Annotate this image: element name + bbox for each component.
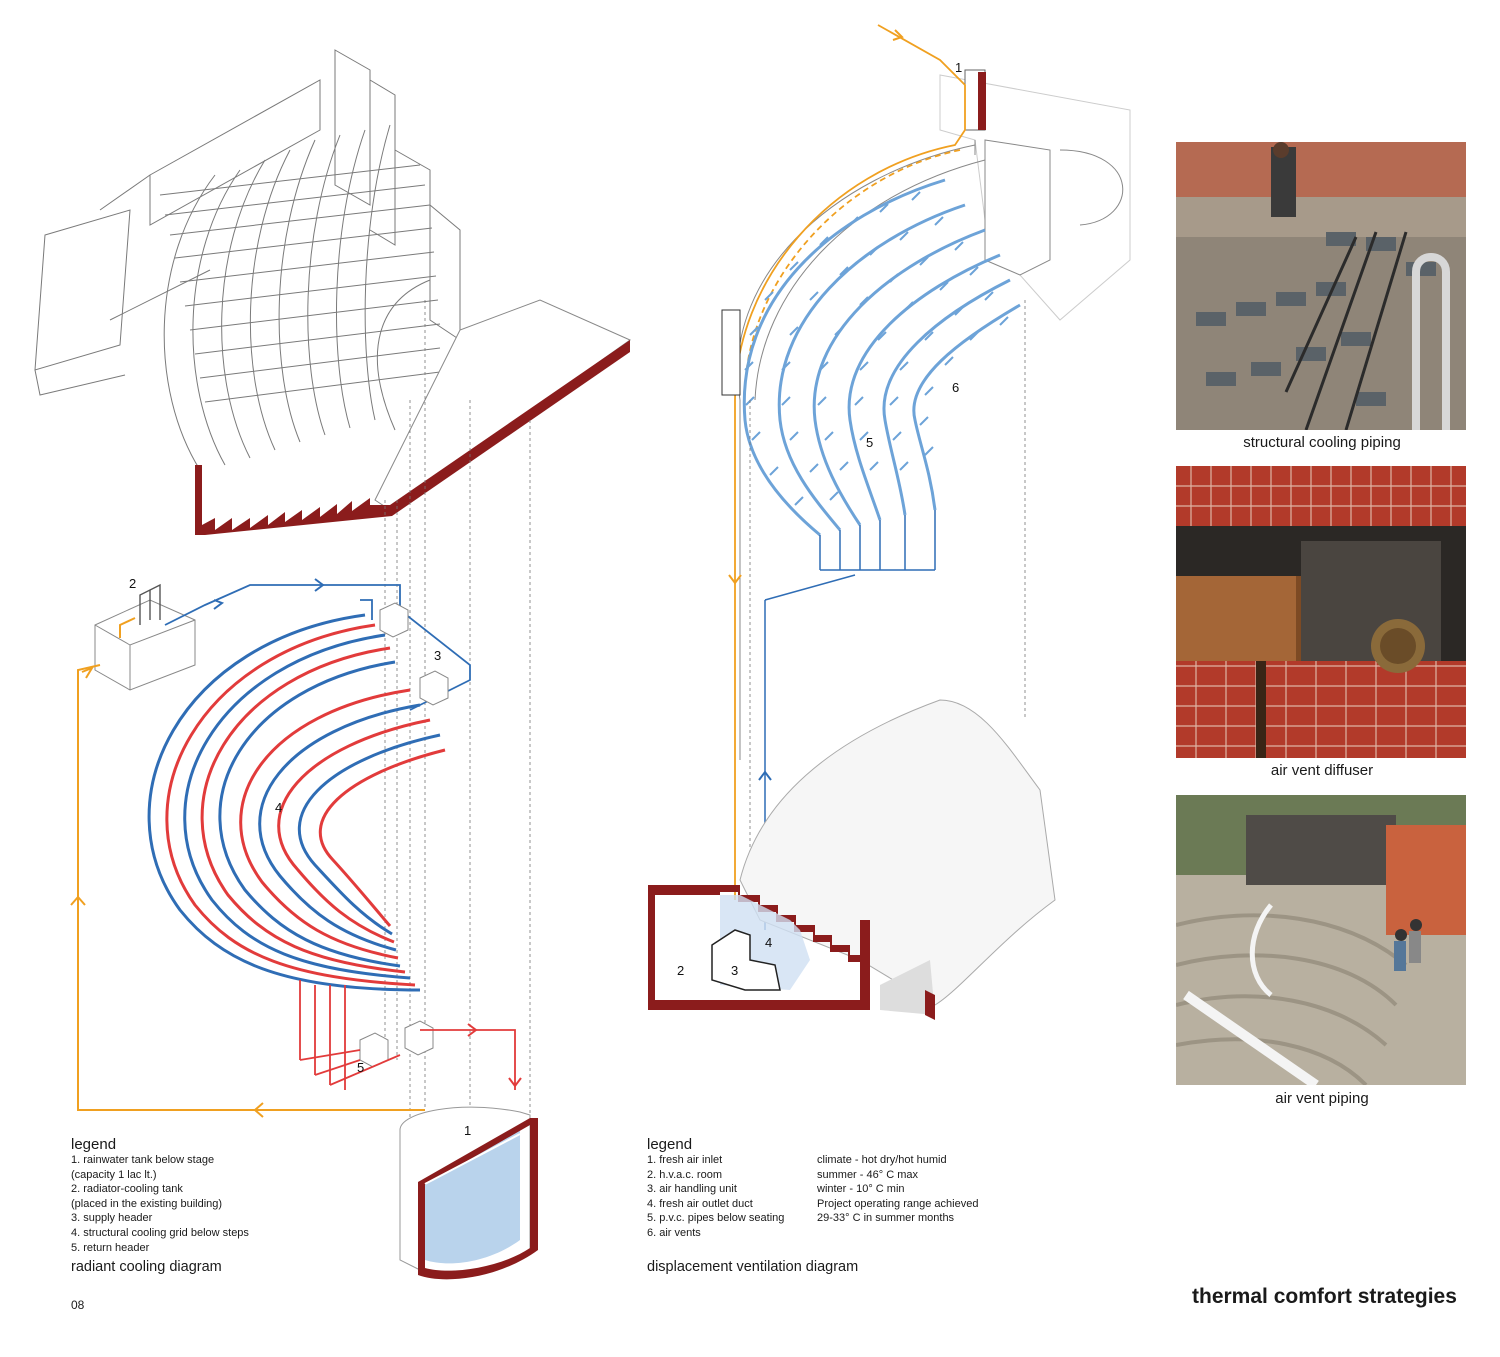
basement-section <box>648 885 935 1020</box>
legend-item: 2. radiator-cooling tank <box>71 1183 183 1196</box>
ventilation-caption: displacement ventilation diagram <box>647 1259 859 1275</box>
callout-2: 2 <box>129 576 136 591</box>
photo-caption: air vent diffuser <box>1270 762 1374 779</box>
page-number: 08 <box>71 1298 85 1312</box>
legend-item: 3. supply header <box>71 1212 153 1225</box>
radiant-caption: radiant cooling diagram <box>71 1259 222 1275</box>
legend-item: (capacity 1 lac lt.) <box>71 1168 157 1181</box>
photo-structural-cooling-piping <box>1176 142 1466 430</box>
radiant-legend: legend 1. rainwater tank below stage (ca… <box>71 1136 249 1255</box>
ventilation-legend: legend 1. fresh air inlet 2. h.v.a.c. ro… <box>647 1136 784 1241</box>
air-vent-pipes <box>742 178 1021 537</box>
legend-item: 5. return header <box>71 1241 150 1254</box>
legend-item: (placed in the existing building) <box>71 1197 223 1210</box>
stage-terrain <box>739 699 1056 1006</box>
callout-2: 2 <box>677 963 684 978</box>
page-title: thermal comfort strategies <box>1192 1285 1457 1308</box>
supply-line <box>164 584 471 711</box>
climate-note: winter - 10° C min <box>817 1183 905 1196</box>
rainwater-tank <box>399 1106 538 1280</box>
legend-title: legend <box>647 1136 693 1153</box>
seating-section-cut <box>195 465 392 535</box>
callout-3: 3 <box>731 963 738 978</box>
legend-item: 2. h.v.a.c. room <box>647 1168 722 1181</box>
callout-1: 1 <box>955 60 962 75</box>
seating-bowl-outline <box>737 144 986 760</box>
climate-note: 29-33° C in summer months <box>817 1212 955 1225</box>
callout-4: 4 <box>275 800 282 815</box>
legend-item: 1. fresh air inlet <box>647 1154 723 1166</box>
photo-caption: air vent piping <box>1275 1090 1369 1107</box>
climate-notes: climate - hot dry/hot humid summer - 46°… <box>817 1153 978 1226</box>
stage-section <box>390 340 630 516</box>
callout-5: 5 <box>357 1060 364 1075</box>
legend-item: 6. air vents <box>647 1226 701 1239</box>
climate-note: climate - hot dry/hot humid <box>817 1154 947 1166</box>
auditorium-axonometric <box>34 49 461 471</box>
cooling-grid <box>147 613 446 992</box>
projection-lines <box>384 300 531 1140</box>
legend-item: 4. structural cooling grid below steps <box>71 1226 249 1239</box>
auditorium-walls <box>939 74 1131 321</box>
climate-note: summer - 46° C max <box>817 1168 918 1181</box>
photo-air-vent-piping <box>1176 795 1466 1085</box>
legend-title: legend <box>71 1136 117 1153</box>
legend-item: 3. air handling unit <box>647 1183 737 1196</box>
vent-stubs <box>744 191 1009 506</box>
legend-item: 5. p.v.c. pipes below seating <box>647 1212 785 1225</box>
legend-item: 4. fresh air outlet duct <box>647 1197 753 1210</box>
flow-arrow-blue <box>213 578 325 610</box>
photo-caption: structural cooling piping <box>1243 434 1401 451</box>
callout-5: 5 <box>866 435 873 450</box>
callout-4: 4 <box>765 935 772 950</box>
callout-6: 6 <box>952 380 959 395</box>
legend-item: 1. rainwater tank below stage <box>71 1154 215 1166</box>
return-line <box>299 980 516 1090</box>
rainwater-line <box>77 664 425 1111</box>
callout-3: 3 <box>434 648 441 663</box>
climate-note: Project operating range achieved <box>817 1197 979 1210</box>
photo-air-vent-diffuser <box>1176 466 1466 758</box>
callout-1: 1 <box>464 1123 471 1138</box>
